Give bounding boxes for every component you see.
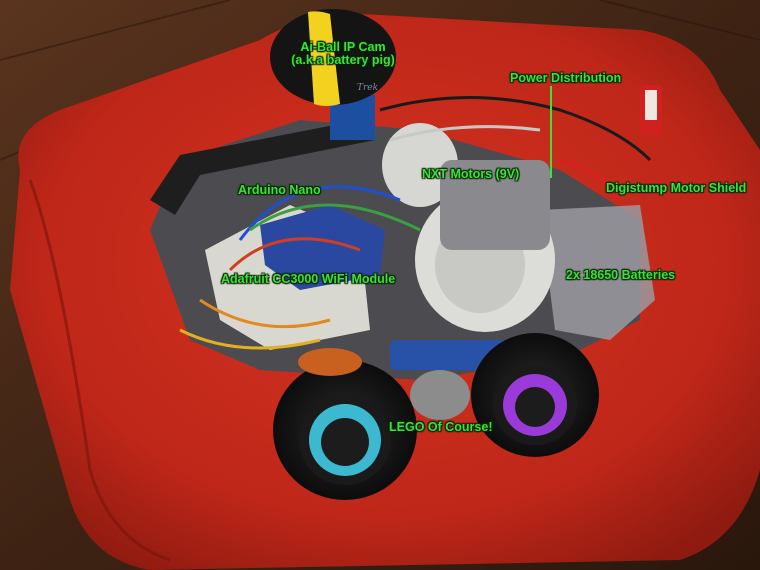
power-distribution-label: Power Distribution — [510, 71, 622, 85]
camera-label: Ai-Ball IP Cam (a.k.a battery pig) — [268, 41, 418, 67]
nxt-motor-rear — [382, 123, 458, 207]
nxt-motors-label: NXT Motors (9V) — [422, 167, 520, 181]
lego-label: LEGO Of Course! — [389, 420, 493, 434]
wheel-front-left — [273, 360, 417, 500]
batteries-label: 2x 18650 Batteries — [566, 268, 676, 282]
motor-housing — [440, 160, 550, 250]
power-connector-tag — [645, 90, 657, 120]
motor-shield-label: Digistump Motor Shield — [606, 181, 747, 195]
gear — [410, 370, 470, 420]
camera-logo: Trek — [357, 83, 378, 93]
wires — [179, 96, 652, 350]
camera-yellow-band — [308, 11, 340, 106]
cushion-edge — [28, 179, 171, 562]
arduino-nano-label: Arduino Nano — [238, 183, 321, 197]
wifi-module-label: Adafruit CC3000 WiFi Module — [221, 272, 396, 286]
wheel-front-right — [471, 333, 599, 457]
camera-label-line1: Ai-Ball IP Cam — [300, 40, 386, 54]
camera-label-line2: (a.k.a battery pig) — [291, 53, 395, 67]
battery-pack — [540, 205, 655, 340]
wheel-rear-orange — [298, 348, 362, 376]
wifi-board — [260, 205, 385, 290]
camera-arm — [150, 120, 375, 215]
